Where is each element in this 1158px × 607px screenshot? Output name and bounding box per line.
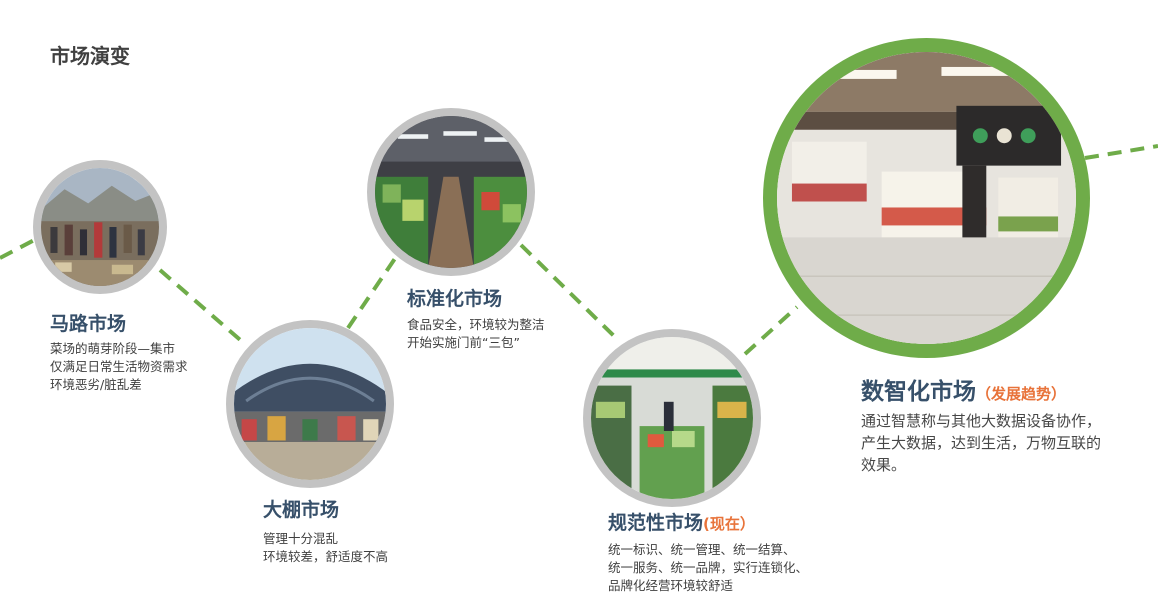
stage-4-desc-line: 统一服务、统一品牌，实行连锁化、: [608, 560, 809, 575]
stage-2-photo: [226, 320, 394, 488]
stage-4-desc-line: 统一标识、统一管理、统一结算、: [608, 542, 796, 557]
stage-1-desc-line: 环境恶劣/脏乱差: [50, 377, 142, 392]
stage-2-description: 管理十分混乱 环境较差，舒适度不高: [263, 530, 388, 566]
stage-3-title: 标准化市场: [407, 288, 503, 310]
smart-market-image: [777, 52, 1076, 344]
connector-line-1: [158, 268, 248, 347]
stage-5-tag: （发展趋势）: [976, 385, 1067, 403]
page-title: 市场演变: [50, 44, 130, 68]
stage-4-tag: (现在）: [703, 515, 755, 533]
shed-market-image: [234, 328, 386, 480]
stage-4-desc-line: 品牌化经营环境较舒适: [608, 578, 734, 593]
regulated-market-image: [591, 337, 753, 499]
stage-5-title-text: 数智化市场: [861, 379, 976, 405]
stage-3-description: 食品安全，环境较为整洁 开始实施门前“三包”: [407, 316, 545, 352]
stage-1-desc-line: 仅满足日常生活物资需求: [50, 359, 188, 374]
stage-5-desc-line: 通过智慧称与其他大数据设备协作，产生大数据，达到生活，万物互联的效果。: [861, 412, 1102, 474]
stage-1-description: 菜场的萌芽阶段—集市 仅满足日常生活物资需求 环境恶劣/脏乱差: [50, 340, 188, 394]
stage-5-title: 数智化市场（发展趋势）: [861, 372, 1066, 406]
stage-1-photo: [33, 160, 167, 294]
standard-market-image: [375, 116, 527, 268]
stage-2-desc-line: 环境较差，舒适度不高: [263, 549, 389, 564]
stage-2-desc-line: 管理十分混乱: [263, 531, 339, 546]
stage-5-photo: [763, 38, 1090, 358]
stage-3-desc-line: 食品安全，环境较为整洁: [407, 317, 545, 332]
stage-5-description: 通过智慧称与其他大数据设备协作，产生大数据，达到生活，万物互联的效果。: [861, 410, 1101, 476]
street-market-image: [41, 168, 159, 286]
connector-line-start: [0, 235, 41, 260]
stage-3-desc-line: 开始实施门前“三包”: [407, 335, 520, 350]
stage-3-photo: [367, 108, 535, 276]
stage-1-title: 马路市场: [50, 313, 127, 335]
stage-1-desc-line: 菜场的萌芽阶段—集市: [50, 341, 176, 356]
stage-4-title: 规范性市场(现在）: [608, 508, 755, 535]
stage-2-title: 大棚市场: [263, 499, 340, 521]
stage-4-title-text: 规范性市场: [608, 512, 704, 534]
stage-4-photo: [583, 329, 761, 507]
connector-line-end: [1084, 144, 1158, 160]
stage-4-description: 统一标识、统一管理、统一结算、 统一服务、统一品牌，实行连锁化、 品牌化经营环境…: [608, 541, 808, 595]
